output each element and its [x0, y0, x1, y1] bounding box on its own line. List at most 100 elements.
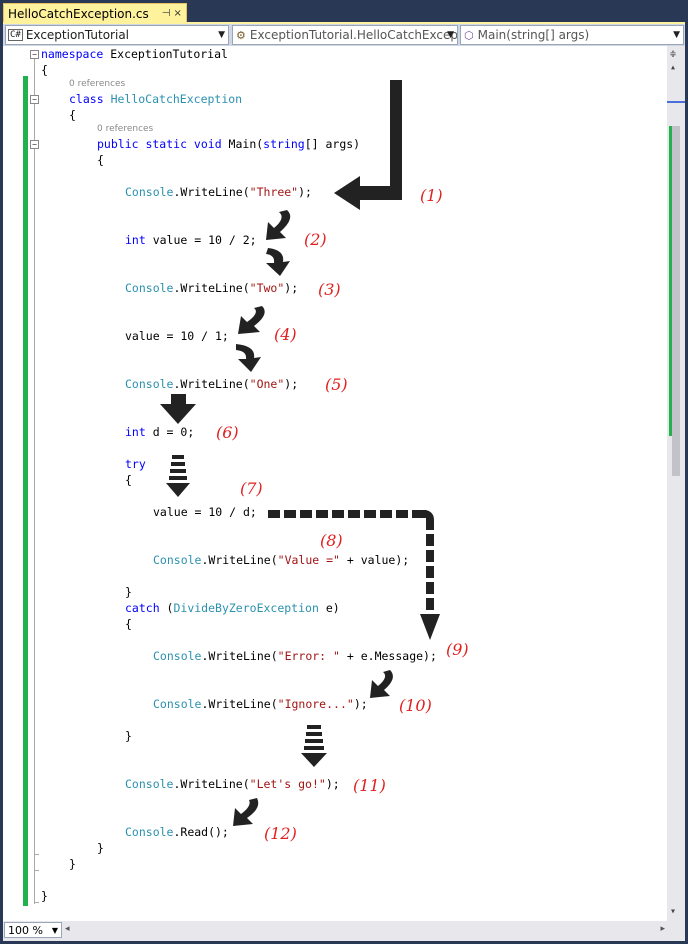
code-line: try — [125, 457, 146, 471]
type-dropdown[interactable]: ⚙ ExceptionTutorial.HelloCatchExcept ▼ — [232, 25, 458, 45]
flow-arrow-segment — [170, 469, 186, 473]
pin-icon[interactable]: ⊣ — [161, 8, 171, 19]
flow-arrow — [236, 344, 261, 372]
outline-line — [34, 59, 35, 95]
editor-bottom-bar: 100 % ▼ ◂ ▸ — [3, 921, 685, 941]
change-tracking-bar — [23, 76, 28, 906]
step-label: (9) — [446, 640, 469, 659]
step-label: (11) — [353, 776, 386, 795]
flow-arrow-segment — [426, 550, 434, 562]
flow-arrow-segment — [306, 732, 322, 736]
close-icon[interactable]: × — [173, 8, 182, 19]
caret-position-marker — [667, 101, 685, 103]
editor-margin: − − − — [3, 46, 41, 921]
code-line: class HelloCatchException — [69, 92, 243, 106]
vertical-scrollbar[interactable]: ≑ ▴ ▾ — [667, 46, 685, 921]
scroll-down-icon[interactable]: ▾ — [670, 906, 677, 917]
step-label: (2) — [304, 230, 327, 249]
code-line: Console.WriteLine("Let's go!"); — [125, 777, 340, 791]
navigation-bar: C# ExceptionTutorial ▼ ⚙ ExceptionTutori… — [3, 24, 685, 46]
code-line: Console.WriteLine("Two"); — [125, 281, 299, 295]
document-tab[interactable]: HelloCatchException.cs ⊣ × — [3, 3, 187, 23]
flow-arrow-segment — [300, 510, 312, 518]
flow-arrow-segment — [426, 598, 434, 610]
code-line: Console.WriteLine("Ignore..."); — [153, 697, 368, 711]
step-label: (7) — [240, 479, 263, 498]
code-line: int d = 0; — [125, 425, 195, 439]
member-dropdown[interactable]: ⬡ Main(string[] args) ▼ — [460, 25, 684, 45]
flow-arrow — [160, 394, 196, 424]
flow-arrow-segment — [171, 462, 185, 466]
flow-arrow-segment — [307, 725, 321, 729]
code-line: { — [125, 473, 132, 487]
outline-end-tick — [34, 870, 39, 871]
flow-arrow-segment — [412, 510, 434, 530]
flow-arrow-segment — [364, 510, 376, 518]
document-tab-strip: HelloCatchException.cs ⊣ × — [0, 0, 688, 24]
code-line: { — [125, 617, 132, 631]
chevron-down-icon: ▼ — [218, 30, 225, 40]
chevron-down-icon: ▼ — [51, 926, 58, 935]
code-line: } — [125, 585, 132, 599]
step-label: (5) — [325, 375, 348, 394]
flow-arrow — [420, 614, 440, 640]
code-line: catch (DivideByZeroException e) — [125, 601, 340, 615]
code-line: Console.WriteLine("Error: " + e.Message)… — [153, 649, 437, 663]
step-label: (10) — [399, 696, 432, 715]
code-line: Console.WriteLine("One"); — [125, 377, 299, 391]
type-dropdown-value: ExceptionTutorial.HelloCatchExcept — [249, 28, 458, 42]
flow-arrow-segment — [396, 510, 408, 518]
scroll-right-icon[interactable]: ▸ — [660, 924, 665, 934]
flow-arrow — [238, 306, 265, 334]
code-text[interactable]: namespace ExceptionTutorial { 0 referenc… — [41, 46, 643, 921]
code-line: { — [69, 108, 76, 122]
tab-title: HelloCatchException.cs — [8, 6, 149, 21]
code-line: value = 10 / 1; — [125, 329, 229, 343]
change-map-marker — [669, 126, 672, 436]
outline-collapse-icon[interactable]: − — [30, 95, 39, 104]
code-line: } — [69, 857, 76, 871]
outline-collapse-icon[interactable]: − — [30, 50, 39, 59]
zoom-level: 100 % — [8, 923, 43, 937]
project-dropdown[interactable]: C# ExceptionTutorial ▼ — [5, 25, 229, 45]
project-dropdown-value: ExceptionTutorial — [25, 28, 130, 42]
flow-arrow-segment — [426, 566, 434, 578]
split-handle-icon[interactable]: ≑ — [670, 49, 677, 60]
member-dropdown-value: Main(string[] args) — [477, 28, 590, 42]
scrollbar-thumb[interactable] — [672, 126, 680, 476]
flow-arrow — [266, 248, 290, 276]
code-line: { — [41, 63, 48, 77]
flow-arrow-segment — [305, 739, 323, 743]
flow-arrow-segment — [426, 534, 434, 546]
flow-arrow-segment — [348, 510, 360, 518]
flow-arrow-segment — [316, 510, 328, 518]
references-codelens[interactable]: 0 references — [97, 124, 154, 134]
flow-arrow-segment — [332, 510, 344, 518]
code-line: } — [125, 729, 132, 743]
outline-end-tick — [34, 854, 39, 855]
code-line: Console.Read(); — [125, 825, 229, 839]
references-codelens[interactable]: 0 references — [69, 79, 126, 89]
scroll-left-icon[interactable]: ◂ — [65, 924, 70, 934]
flow-arrow — [370, 670, 393, 698]
chevron-down-icon: ▼ — [673, 30, 680, 40]
step-label: (12) — [264, 824, 297, 843]
code-line: public static void Main(string[] args) — [97, 137, 361, 151]
class-icon: ⚙ — [236, 28, 246, 42]
scroll-up-icon[interactable]: ▴ — [670, 62, 677, 73]
zoom-dropdown[interactable]: 100 % ▼ — [4, 922, 62, 938]
code-line: { — [97, 153, 104, 167]
code-line: Console.WriteLine("Three"); — [125, 185, 312, 199]
horizontal-scrollbar[interactable]: ◂ ▸ — [65, 924, 665, 937]
flow-arrow — [266, 210, 291, 240]
outline-collapse-icon[interactable]: − — [30, 140, 39, 149]
outline-line — [34, 149, 35, 904]
code-line: Console.WriteLine("Value =" + value); — [153, 553, 410, 567]
step-label: (6) — [216, 423, 239, 442]
chevron-down-icon: ▼ — [447, 30, 454, 40]
flow-arrow — [334, 80, 402, 210]
flow-arrow-segment — [172, 455, 184, 459]
code-line: } — [41, 889, 48, 903]
code-line: value = 10 / d; — [153, 505, 257, 519]
code-line: int value = 10 / 2; — [125, 233, 257, 247]
